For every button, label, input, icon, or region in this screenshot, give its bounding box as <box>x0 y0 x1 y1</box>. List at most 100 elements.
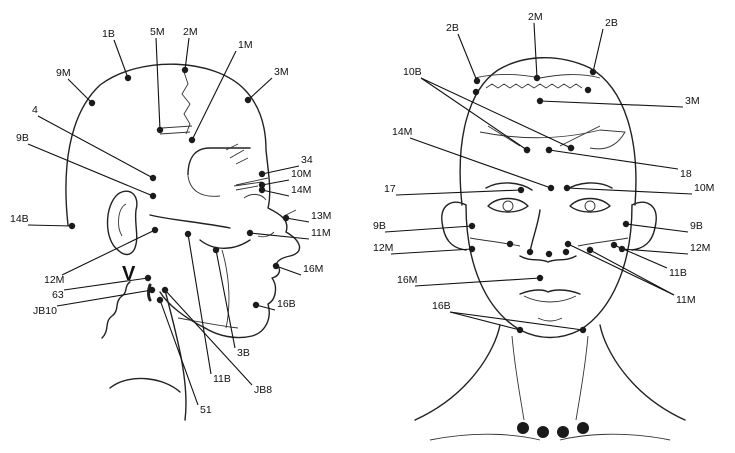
label-16m-side: 16M <box>303 263 323 275</box>
point-16m-side <box>272 262 280 270</box>
leader-11m-side <box>249 232 310 240</box>
point-extra-2 <box>523 146 531 154</box>
point-extra-1 <box>584 86 592 94</box>
leader-4 <box>37 115 154 179</box>
point-extra-5 <box>506 240 514 248</box>
label-2m-front: 2M <box>528 11 543 23</box>
leader-9b-right <box>625 223 689 233</box>
point-2m-front <box>533 74 541 82</box>
leader-16b-side <box>255 304 276 311</box>
leader-11m-front-1 <box>589 249 675 296</box>
label-3m-side: 3M <box>274 66 289 78</box>
leader-12m-right <box>621 248 689 255</box>
point-2b-right <box>589 68 597 76</box>
leader-11m-front <box>567 243 675 296</box>
point-3m-side <box>244 96 252 104</box>
leader-13m <box>285 217 310 223</box>
point-9b-side <box>149 192 157 200</box>
leader-2m-side <box>184 37 190 71</box>
leader-14b <box>27 224 73 227</box>
point-extra-0 <box>472 88 480 96</box>
label-63: 63 <box>52 289 64 301</box>
leader-10m-front <box>566 187 693 195</box>
point-16m-front <box>536 274 544 282</box>
label-14m-side: 14M <box>291 184 311 196</box>
point-extra-6 <box>526 248 534 256</box>
label-jb10: JB10 <box>33 305 57 317</box>
point-2m-side <box>181 66 189 74</box>
point-17 <box>517 186 525 194</box>
point-14m-front <box>547 184 555 192</box>
point-1b <box>124 74 132 82</box>
point-14b <box>68 222 76 230</box>
leader-14m-front <box>409 137 552 189</box>
leader-14m-side <box>261 189 290 197</box>
label-9b-left: 9B <box>373 220 386 232</box>
label-9b-right: 9B <box>690 220 703 232</box>
label-5m: 5M <box>150 26 165 38</box>
leader-10m-side <box>261 179 290 186</box>
point-11m-side <box>246 229 254 237</box>
leader-11b-side <box>187 233 212 375</box>
leader-10b <box>420 77 528 151</box>
label-51: 51 <box>200 404 212 416</box>
point-1m <box>188 136 196 144</box>
leader-5m <box>155 37 161 131</box>
leader-12m-left <box>390 248 473 255</box>
point-9b-left <box>468 222 476 230</box>
leader-9b-side <box>27 143 154 197</box>
label-2m-side: 2M <box>183 26 198 38</box>
point-extra-12 <box>557 426 569 438</box>
leader-3b <box>215 249 236 349</box>
label-2b-right: 2B <box>605 17 618 29</box>
label-11b-front: 11B <box>669 267 687 279</box>
point-11b-front <box>610 241 618 249</box>
point-jb10 <box>148 286 156 294</box>
point-51 <box>156 296 164 304</box>
label-11b-side: 11B <box>213 373 231 385</box>
point-63 <box>144 274 152 282</box>
leader-1b <box>113 39 129 79</box>
leader-3m-front <box>539 100 684 108</box>
point-5m <box>156 126 164 134</box>
label-14m-front: 14M <box>392 126 412 138</box>
leader-jb10 <box>56 289 153 307</box>
label-3b: 3B <box>237 347 250 359</box>
leader-16b-front-1 <box>449 311 584 331</box>
point-16b-front <box>516 326 524 334</box>
point-12m-side <box>151 226 159 234</box>
leader-2b-right <box>592 28 604 73</box>
point-11b-side <box>184 230 192 238</box>
label-1m: 1M <box>238 39 253 51</box>
point-12m-left <box>468 245 476 253</box>
point-extra-4 <box>545 146 553 154</box>
label-14b: 14B <box>10 213 29 225</box>
point-extra-9 <box>586 246 594 254</box>
point-9b-right <box>622 220 630 228</box>
label-10m-front: 10M <box>694 182 714 194</box>
acupoints <box>68 66 630 438</box>
point-13m <box>282 214 290 222</box>
leader-1m <box>191 50 237 141</box>
label-16b-side: 16B <box>277 298 296 310</box>
leader-16m-front <box>414 277 541 287</box>
point-11m-front <box>564 240 572 248</box>
leader-16b-front <box>449 311 521 331</box>
leader-3m-side <box>247 77 273 101</box>
point-extra-13 <box>577 422 589 434</box>
point-3b <box>212 246 220 254</box>
point-extra-11 <box>537 426 549 438</box>
point-16b-side <box>252 301 260 309</box>
label-9b-side: 9B <box>16 132 29 144</box>
point-extra-8 <box>562 248 570 256</box>
v-glyph: V <box>122 263 136 285</box>
point-12m-right <box>618 245 626 253</box>
point-extra-3 <box>567 144 575 152</box>
label-9m: 9M <box>56 67 71 79</box>
leader-9b-left <box>384 225 473 233</box>
label-18: 18 <box>680 168 692 180</box>
leader-17 <box>395 189 522 196</box>
point-34 <box>258 170 266 178</box>
